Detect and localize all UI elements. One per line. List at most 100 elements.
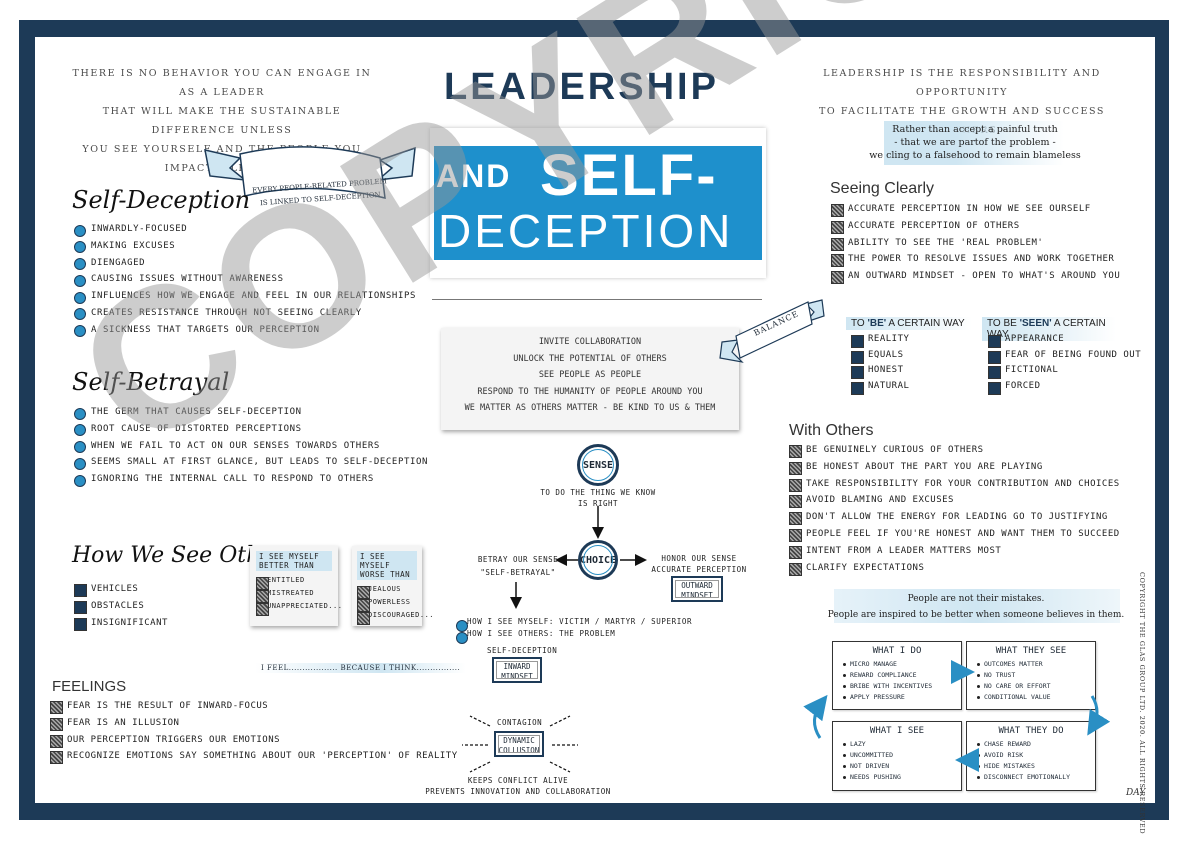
list-item: Ignoring the internal call to respond to…	[74, 471, 428, 488]
list-item: Be honest about the part you are playing	[789, 459, 1120, 476]
list-item: Creates resistance through not seeing cl…	[74, 305, 416, 322]
choice-node: CHOICE	[578, 540, 618, 580]
list-item: Discouraged...	[357, 609, 434, 625]
list-item: Vehicles	[74, 581, 168, 598]
list-item: Accurate perception in how we see oursel…	[831, 201, 1120, 218]
how-we-see-list: Vehicles Obstacles Insignificant	[74, 581, 168, 631]
list-item: Disconnect emotionally	[977, 772, 1095, 783]
list-item: Fear of being found out	[988, 348, 1141, 364]
what-i-do-box: WHAT I DO Micro manage Reward compliance…	[832, 641, 962, 710]
list-item: Fear is an illusion	[50, 715, 458, 732]
list-item: The germ that causes self-deception	[74, 404, 428, 421]
list-item: Root cause of distorted perceptions	[74, 421, 428, 438]
list-item: Apply pressure	[843, 692, 961, 703]
with-others-title: With Others	[789, 422, 874, 439]
inward-mindset-box: INWARD MINDSET	[492, 657, 542, 683]
list-item: Accurate perception of others	[831, 218, 1120, 235]
list-item: Not driven	[843, 761, 961, 772]
list-item: An outward mindset - open to what's arou…	[831, 268, 1120, 285]
self-betrayal-list: The germ that causes self-deception Root…	[74, 404, 428, 488]
list-item: Needs pushing	[843, 772, 961, 783]
flow-arrows-icon	[510, 506, 647, 609]
list-item: Lazy	[843, 739, 961, 750]
list-item: Chase reward	[977, 739, 1095, 750]
banner-deception: DECEPTION	[438, 205, 734, 257]
list-item: Recognize emotions say something about o…	[50, 748, 458, 765]
mistakes-highlight	[834, 589, 1120, 623]
list-item: Fear is the result of inward-focus	[50, 698, 458, 715]
list-item: Inwardly-focused	[74, 221, 416, 238]
list-item: Natural	[851, 379, 909, 395]
list-item: When we fail to act on our senses toward…	[74, 438, 428, 455]
be-heading: TO 'BE' A CERTAIN WAY	[846, 317, 972, 330]
list-item: Forced	[988, 379, 1141, 395]
what-they-do-box: WHAT THEY DO Chase reward Avoid risk Hid…	[966, 721, 1096, 791]
feelings-title: FEELINGS	[52, 678, 127, 695]
list-item: The power to resolve issues and work tog…	[831, 251, 1120, 268]
list-item: Mistreated	[256, 587, 338, 603]
burst-lines-icon	[462, 715, 578, 773]
list-item: Powerless	[357, 596, 422, 612]
be-list: Reality Equals Honest Natural	[851, 332, 909, 395]
list-item: Obstacles	[74, 598, 168, 615]
sense-node: SENSE	[577, 444, 619, 486]
list-item: Causing issues without awareness	[74, 271, 416, 288]
how-i-see-list: How I see myself: Victim / Martyr / Supe…	[456, 616, 692, 644]
list-item: Appearance	[988, 332, 1141, 348]
list-item: Entitled	[256, 574, 338, 590]
list-item: Don't allow the energy for leading go to…	[789, 509, 1120, 526]
list-item: Making excuses	[74, 238, 416, 255]
list-item: Jealous	[357, 583, 422, 599]
better-than-card: I SEE MYSELF BETTER THAN Entitled Mistre…	[250, 546, 342, 626]
seen-list: Appearance Fear of being found out Ficti…	[988, 332, 1141, 395]
list-item: Bribe with incentives	[843, 681, 961, 692]
list-item: Reality	[851, 332, 909, 348]
list-item: People feel if you're honest and want th…	[789, 526, 1120, 543]
cycle-arrows-icon	[803, 660, 1110, 772]
list-item: Intent from a leader matters most	[789, 543, 1120, 560]
invite-card: INVITE COLLABORATION UNLOCK THE POTENTIA…	[441, 328, 739, 430]
what-they-see-box: WHAT THEY SEE Outcomes matter No trust N…	[966, 641, 1096, 710]
list-item: Outcomes matter	[977, 659, 1095, 670]
better-than-list: Entitled Mistreated Unappreciated...	[256, 574, 342, 616]
list-item: Unappreciated...	[256, 600, 342, 616]
note-highlight	[884, 121, 1064, 165]
list-item: Avoid blaming and excuses	[789, 492, 1120, 509]
self-deception-label: SELF-DECEPTION	[487, 646, 558, 655]
self-deception-title: Self-Deception	[72, 186, 251, 214]
scroll-ribbon-icon	[204, 146, 416, 199]
betray-caption: Betray our sense "Self-betrayal"	[477, 555, 559, 577]
worse-than-title: I SEE MYSELF WORSE THAN	[357, 551, 417, 580]
signature: DAY	[1126, 788, 1146, 798]
list-item: No trust	[977, 670, 1095, 681]
list-item: Micro manage	[843, 659, 961, 670]
list-item: Ability to see the 'real problem'	[831, 235, 1120, 252]
self-betrayal-title: Self-Betrayal	[72, 368, 230, 396]
list-item: Equals	[851, 348, 909, 364]
honor-caption: Honor our sense accurate perception	[651, 554, 747, 574]
self-deception-banner: AND SELF- DECEPTION	[430, 128, 766, 278]
list-item: No care or effort	[977, 681, 1095, 692]
list-item: Influences how we engage and feel in our…	[74, 288, 416, 305]
list-item: How I see myself: Victim / Martyr / Supe…	[456, 616, 692, 632]
worse-than-card: I SEE MYSELF WORSE THAN Jealous Powerles…	[352, 546, 434, 626]
page-title: LEADERSHIP	[444, 66, 719, 108]
list-item: Be genuinely curious of others	[789, 442, 1120, 459]
list-item: Diengaged	[74, 255, 416, 272]
list-item: A sickness that targets our perception	[74, 322, 416, 339]
what-i-see-box: WHAT I SEE Lazy Uncommitted Not driven N…	[832, 721, 962, 791]
i-feel-line: I FEEL.................. BECAUSE I THINK…	[255, 663, 467, 673]
feelings-list: Fear is the result of inward-focus Fear …	[50, 698, 458, 765]
note-right: Rather than accept a painful truth - tha…	[869, 124, 1081, 161]
better-than-title: I SEE MYSELF BETTER THAN	[256, 551, 332, 571]
sense-caption: To do the thing we know is right	[540, 488, 656, 508]
dynamic-collusion-box: DYNAMIC COLLUSION	[494, 731, 544, 757]
list-item: Clarify expectations	[789, 560, 1120, 577]
banner-self: SELF-	[540, 143, 718, 208]
contagion-label: CONTAGION	[497, 718, 543, 727]
banner-blue-panel	[434, 146, 762, 260]
list-item: Insignificant	[74, 615, 168, 632]
mistakes-note: People are not their mistakes. People ar…	[827, 594, 1125, 620]
copyright-notice: COPYRIGHT THE GLAS GROUP LTD. 2020. ALL …	[1138, 572, 1146, 835]
list-item: Uncommitted	[843, 750, 961, 761]
